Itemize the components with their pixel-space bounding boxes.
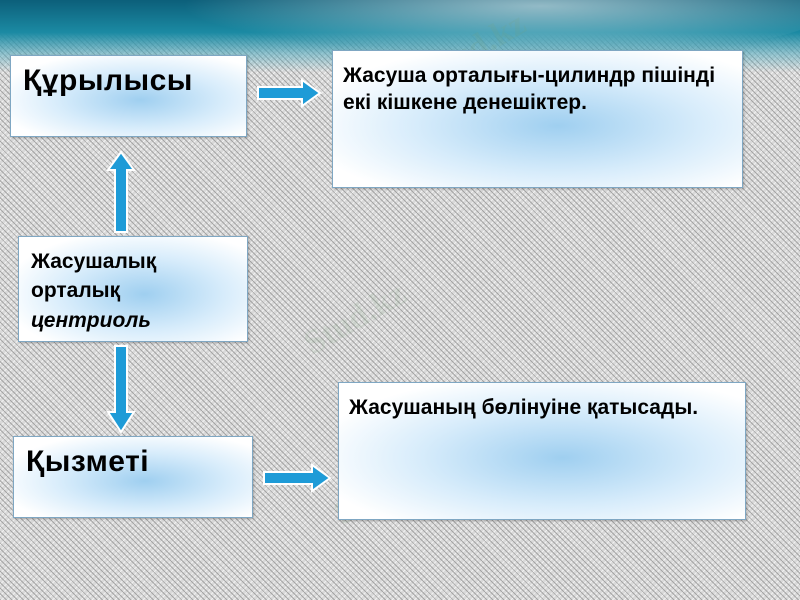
- cell-center-line-3: центриоль: [31, 308, 151, 332]
- structure-box: Құрылысы: [10, 55, 247, 137]
- function-description-box: Жасушаның бөлінуіне қатысады.: [338, 382, 746, 520]
- down-arrow-icon: [106, 345, 136, 434]
- cell-center-box: Жасушалық орталық центриоль: [18, 236, 248, 342]
- right-arrow-icon: [257, 78, 322, 108]
- cell-center-line-1: Жасушалық: [31, 250, 157, 273]
- structure-label: Құрылысы: [23, 64, 193, 97]
- cell-center-line-2: орталық: [31, 279, 121, 303]
- function-box: Қызметі: [13, 436, 253, 518]
- watermark: Stud.kz: [297, 274, 413, 363]
- structure-description-box: Жасуша орталығы-цилиндр пішінді екі кішк…: [332, 50, 743, 188]
- function-label: Қызметі: [26, 445, 150, 478]
- up-arrow-icon: [106, 150, 136, 233]
- structure-description: Жасуша орталығы-цилиндр пішінді екі кішк…: [343, 64, 716, 114]
- function-description: Жасушаның бөлінуіне қатысады.: [349, 396, 699, 419]
- right-arrow-icon: [263, 463, 332, 493]
